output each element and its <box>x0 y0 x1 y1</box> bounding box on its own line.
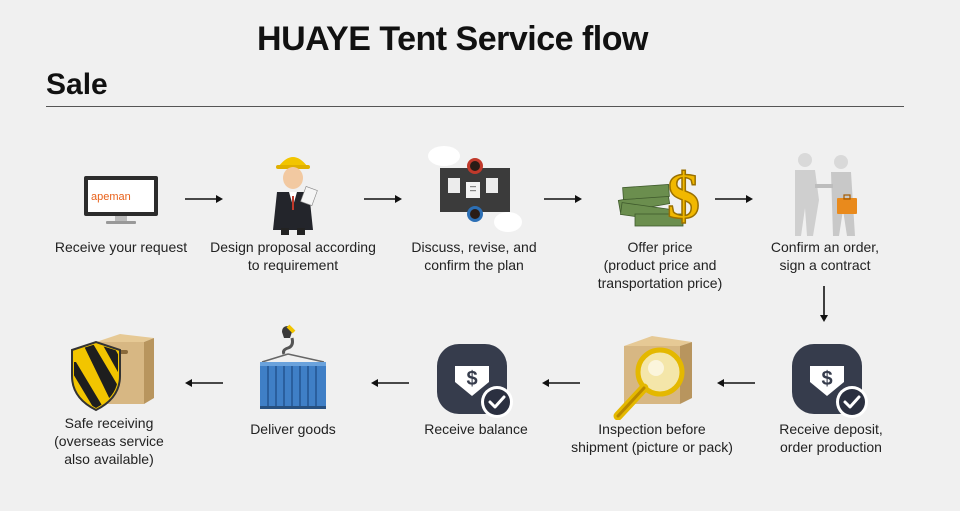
arrow-right-icon <box>715 195 753 203</box>
payment-icon: $ <box>433 342 519 427</box>
step-confirm-order: Confirm an order,sign a contract <box>725 150 925 273</box>
arrow-right-icon <box>544 195 582 203</box>
arrow-left-icon <box>542 379 580 387</box>
meeting-icon <box>426 144 522 241</box>
svg-text:$: $ <box>466 368 477 390</box>
arrow-right-icon <box>185 195 223 203</box>
container-icon <box>254 322 332 419</box>
money-icon: $ <box>615 156 705 237</box>
svg-text:$: $ <box>667 160 700 232</box>
arrow-left-icon <box>185 379 223 387</box>
step-label: Receive balance <box>424 421 528 437</box>
arrow-left-icon <box>717 379 755 387</box>
payment-icon: $ <box>788 342 874 427</box>
arrow-right-icon <box>364 195 402 203</box>
divider <box>46 106 904 107</box>
step-label: Deliver goods <box>250 421 336 437</box>
arrow-left-icon <box>371 379 409 387</box>
step-receive-request: apeman Receive your request <box>21 150 221 270</box>
engineer-icon <box>263 150 323 241</box>
monitor-brand-text: apeman <box>91 191 131 203</box>
monitor-icon: apeman <box>81 174 161 231</box>
arrow-down-icon <box>820 286 828 322</box>
step-deliver-goods: Deliver goods <box>193 324 393 458</box>
step-label: Receive deposit,order production <box>779 421 883 455</box>
page-title: HUAYE Tent Service flow <box>257 20 648 58</box>
safe-box-icon <box>62 332 156 419</box>
handshake-icon <box>789 150 861 241</box>
inspection-icon <box>606 332 698 425</box>
step-receive-deposit: $ Receive deposit,order production <box>731 338 931 458</box>
step-receive-balance: $ Receive balance <box>376 338 576 458</box>
svg-text:$: $ <box>821 368 832 390</box>
section-heading: Sale <box>46 68 108 101</box>
step-label: Confirm an order,sign a contract <box>770 239 880 273</box>
step-label: Receive your request <box>54 239 188 255</box>
